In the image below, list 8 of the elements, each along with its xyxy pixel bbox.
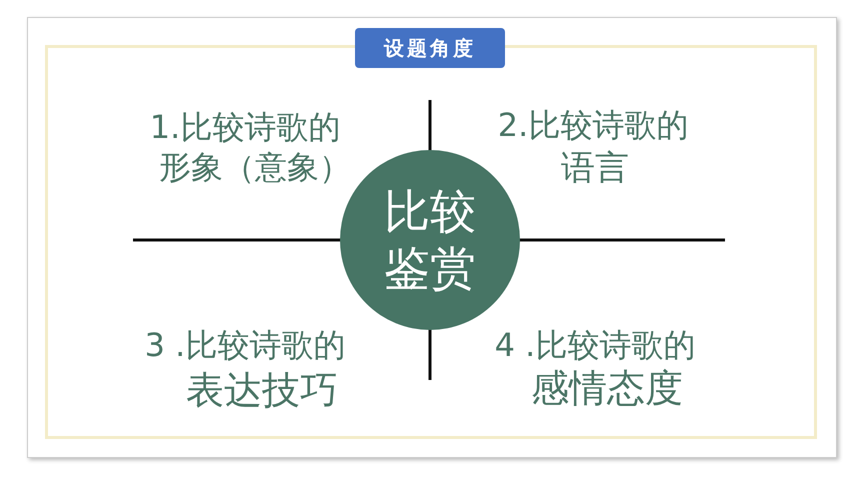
title-tab: 设题角度: [355, 28, 505, 68]
quadrant-text: 感情态度: [531, 369, 683, 407]
quadrant-text: 语言: [561, 151, 629, 185]
quadrant-text: 4 .比较诗歌的: [494, 329, 696, 361]
quadrant-text: 表达技巧: [186, 371, 338, 409]
quadrant-text: 1.比较诗歌的: [150, 111, 340, 143]
quadrant-text: 3 .比较诗歌的: [144, 329, 346, 361]
quadrant-text: 2.比较诗歌的: [498, 109, 688, 141]
